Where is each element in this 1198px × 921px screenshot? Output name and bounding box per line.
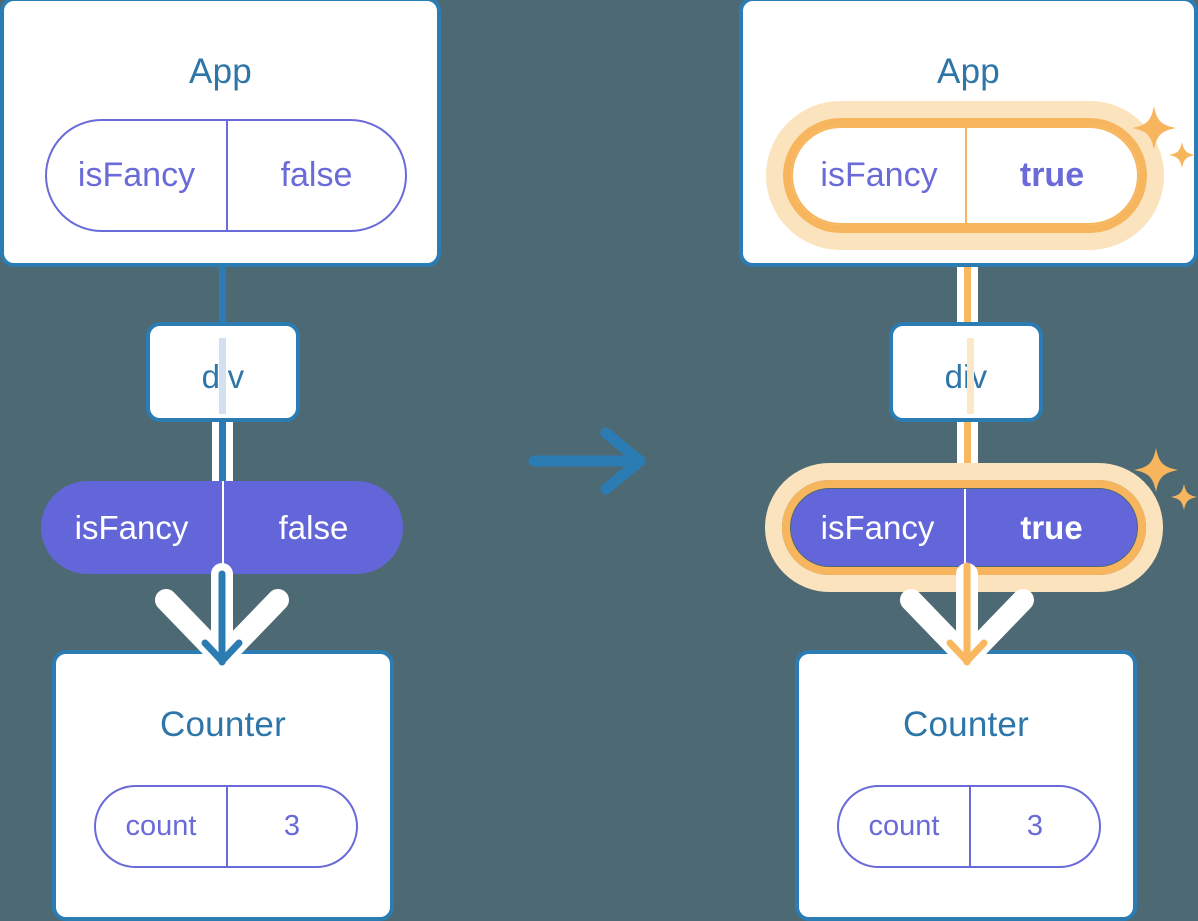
app-state-pill-after[interactable]: isFancy true [791,126,1139,225]
connector-div-to-pill-after [964,418,971,488]
app-card-after: App isFancy true [739,0,1198,267]
counter-card: Counter count 3 [52,650,394,921]
app-card: App isFancy false [0,0,441,267]
div-card-title-after: div [944,358,988,395]
counter-card-title: Counter [160,705,286,744]
counter-state-pill-value-after: 3 [969,787,1099,866]
sparkle-icon-prop [1134,448,1197,510]
app-state-pill-key: isFancy [77,156,196,194]
connector-app-to-div-after [964,228,971,326]
arrow-core [201,570,243,666]
arrow-halo [155,563,289,673]
app-state-pill[interactable]: isFancy false [45,119,407,232]
counter-state-pill-value: 3 [226,787,356,866]
connector-app-to-div [219,266,226,326]
counter-state-pill-after[interactable]: count 3 [837,785,1101,868]
connector-div-to-pill [219,418,226,488]
div-card: div [146,322,300,422]
prop-pill-after[interactable]: isFancy true [791,489,1137,566]
panel-before: App isFancy false div isFancy false [0,0,460,921]
app-state-pill-value-after: true [965,128,1137,223]
arrow-right-icon [528,427,646,495]
prop-pill[interactable]: isFancy false [41,481,403,574]
div-card-after: div [889,322,1043,422]
prop-pill-value-after: true [964,489,1137,566]
app-state-pill-key-after: isFancy [820,156,938,194]
prop-pill-key-after: isFancy [820,508,935,546]
prop-pill-value: false [222,481,403,574]
panel-after: App isFancy true div isFancy true [738,0,1198,921]
app-card-title: App [189,52,252,91]
div-inner-line-after [967,338,974,414]
counter-card-after: Counter count 3 [795,650,1137,921]
div-inner-line [219,338,226,414]
counter-state-pill-key: count [125,810,197,842]
counter-card-title-after: Counter [903,705,1029,744]
counter-state-pill-key-after: count [868,810,940,842]
app-card-title-after: App [937,52,1000,91]
prop-pill-key: isFancy [74,508,189,546]
app-pill-highlight-ring [783,118,1147,233]
app-state-pill-value: false [226,121,405,230]
counter-state-pill[interactable]: count 3 [94,785,358,868]
sparkle-icon-app [1132,106,1195,168]
